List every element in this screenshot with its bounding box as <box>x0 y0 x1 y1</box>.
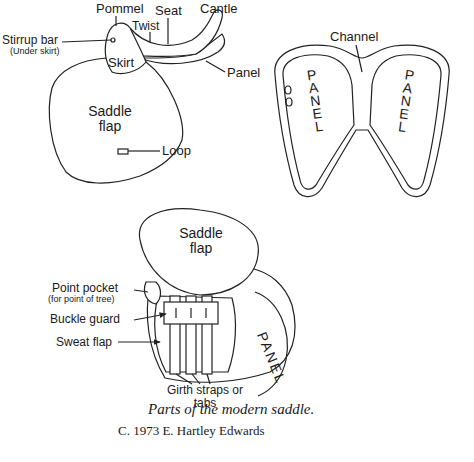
leader-line <box>115 16 116 26</box>
leader-line <box>167 18 168 44</box>
part-label: Channel <box>330 30 378 44</box>
leader-line <box>192 374 200 384</box>
underside-outline <box>275 45 449 197</box>
part-label: (for point of tree) <box>48 295 115 304</box>
leader-arrow <box>118 341 160 342</box>
part-label: Cantle <box>200 2 238 16</box>
saddle-flap <box>139 209 258 295</box>
buckle-mark <box>175 308 176 318</box>
loop-mark <box>118 149 128 154</box>
part-label: Panel <box>227 66 260 80</box>
stirrup-bar-mark <box>111 38 115 42</box>
leader-line <box>207 374 210 384</box>
buckle-mark <box>190 308 191 318</box>
point-pocket <box>144 282 160 304</box>
panel-outline <box>370 55 441 189</box>
leader-line <box>176 374 192 384</box>
part-label: Saddle flap <box>82 104 138 133</box>
leader-line <box>356 45 362 72</box>
buckle-guard <box>164 302 218 324</box>
part-label: Sweat flap <box>56 336 112 349</box>
part-label: Twist <box>132 20 159 33</box>
panel-outline <box>283 55 354 189</box>
part-label: (Under skirt) <box>10 47 60 56</box>
part-label: Seat <box>155 4 182 18</box>
leader-line <box>149 32 150 42</box>
part-label: Pommel <box>96 2 144 16</box>
part-label: Skirt <box>108 56 134 70</box>
saddle-flap <box>49 58 182 183</box>
part-label: Loop <box>162 144 191 158</box>
stitch-mark <box>286 98 292 106</box>
part-label: Point pocket <box>52 282 118 295</box>
leader-line <box>62 40 111 42</box>
part-label: Stirrup bar <box>2 34 58 47</box>
part-label: C. 1973 E. Hartley Edwards <box>118 424 265 438</box>
figure-caption: Parts of the modern saddle. <box>148 402 314 418</box>
leader-arrow <box>134 314 166 320</box>
part-label: Buckle guard <box>50 313 120 326</box>
buckle-mark <box>205 308 206 318</box>
leader-line <box>128 150 160 151</box>
leader-line <box>134 290 148 292</box>
stitch-mark <box>285 86 291 94</box>
part-label: Saddle flap <box>172 226 230 255</box>
skirt-outline <box>105 28 146 74</box>
leader-line <box>206 61 225 72</box>
